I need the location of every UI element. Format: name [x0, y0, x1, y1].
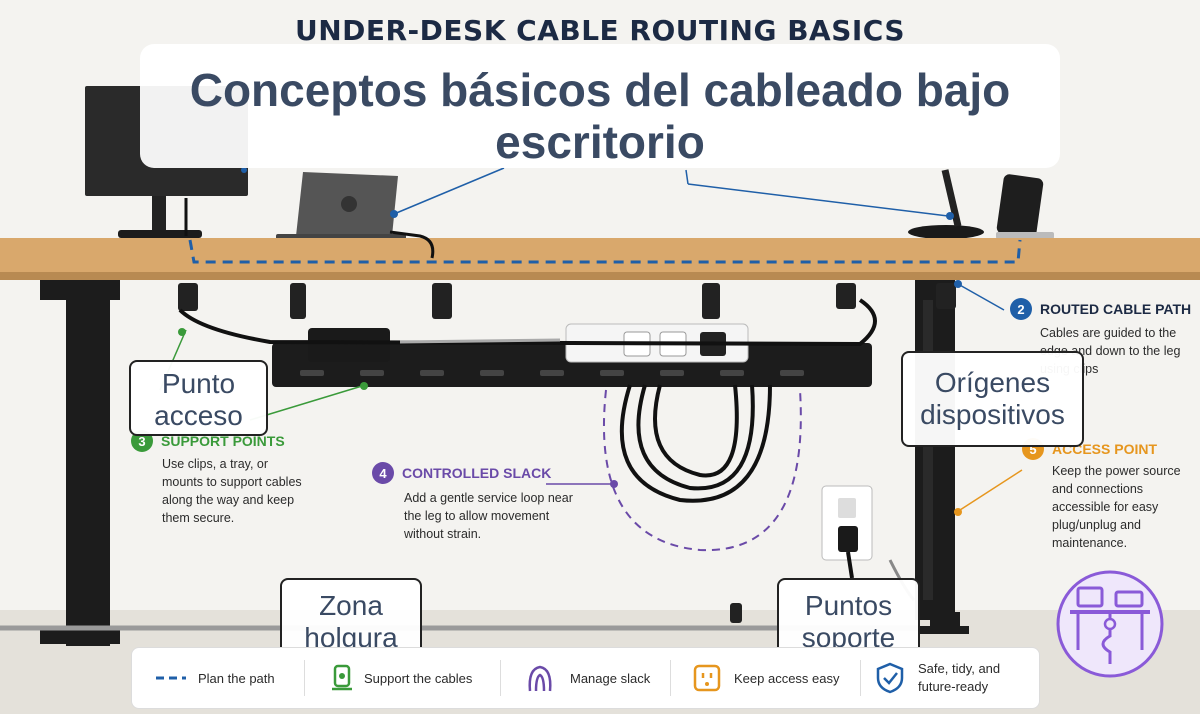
step-title: CONTROLLED SLACK [402, 465, 552, 481]
label-access-point: Punto acceso [129, 360, 268, 436]
legend-item-slack: Manage slack [524, 648, 650, 708]
step-number-badge: 4 [372, 462, 394, 484]
legend-label: Support the cables [364, 670, 473, 686]
charger-icon [908, 169, 984, 239]
step-title: ROUTED CABLE PATH [1040, 301, 1192, 317]
outlet-icon [693, 664, 721, 692]
legend-label: Plan the path [198, 670, 275, 686]
legend-item-access: Keep access easy [692, 648, 840, 708]
legend-label: Manage slack [570, 670, 651, 686]
label-device-origins: Orígenes dispositivos [901, 351, 1084, 447]
step-number-badge: 2 [1010, 298, 1032, 320]
legend-label: Safe, tidy, and future-ready [918, 661, 1001, 694]
page-title-en: UNDER-DESK CABLE ROUTING BASICS [294, 14, 906, 47]
desk-routing-badge-icon [1056, 570, 1164, 678]
step-controlled-slack: 4 CONTROLLED SLACK [372, 462, 551, 484]
legend-item-plan: Plan the path [156, 648, 275, 708]
step-routed-cable-path: 2 ROUTED CABLE PATH [1010, 298, 1191, 320]
step-text: Add a gentle service loop near the leg t… [404, 491, 573, 541]
phone-icon [996, 174, 1054, 239]
loop-icon [528, 665, 552, 692]
legend-item-safe: Safe, tidy, and future-ready [876, 648, 1028, 708]
shield-check-icon [876, 662, 904, 694]
legend-item-support: Support the cables [328, 648, 472, 708]
page-title-es: Conceptos básicos del cableado bajo escr… [140, 44, 1060, 168]
step-text: Keep the power source and connections ac… [1052, 464, 1181, 550]
laptop-icon [276, 172, 406, 240]
step-title: SUPPORT POINTS [161, 433, 285, 449]
clip-icon [332, 664, 352, 691]
legend-label: Keep access easy [734, 670, 840, 686]
step-text: Use clips, a tray, or mounts to support … [162, 457, 302, 525]
legend-bar: Plan the path Support the cables Manage … [131, 647, 1040, 709]
dashed-line-icon [156, 676, 186, 680]
